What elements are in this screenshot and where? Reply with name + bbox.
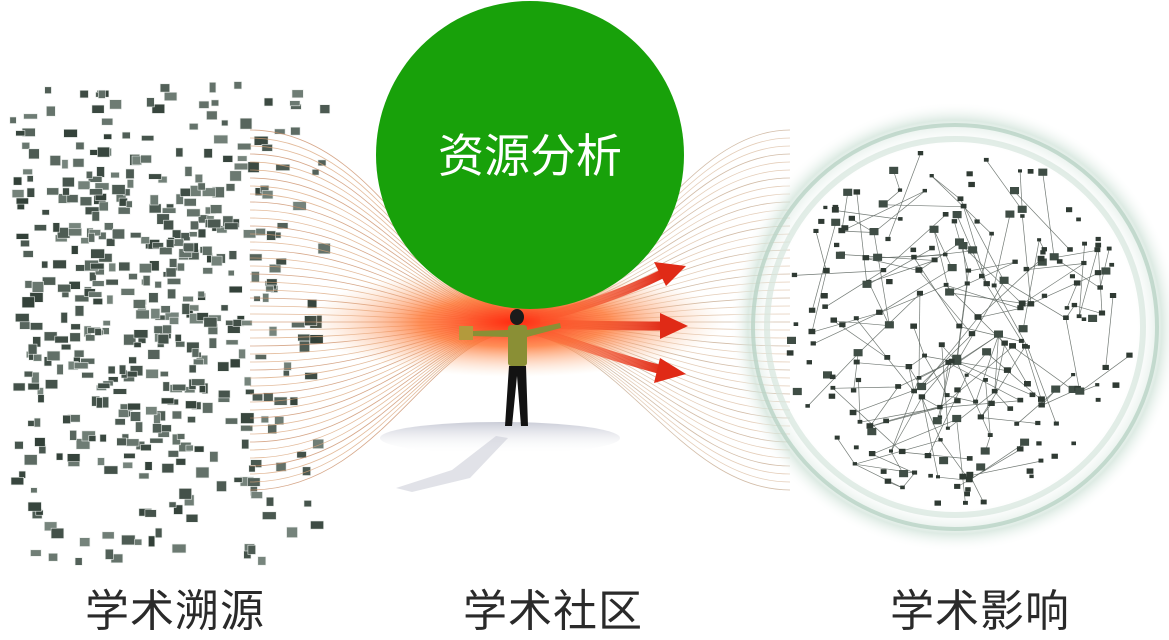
arrow-upper-icon [538,269,665,323]
network-halo [730,102,1169,552]
arrow-middle-head [660,313,688,339]
green-circle [376,1,684,309]
stage-label-source: 学术溯源 [85,586,265,637]
citation-network [786,151,1133,506]
network-ring-outer [751,123,1159,531]
arrow-lower-icon [538,327,664,375]
resource-analysis-badge: 资源分析 [376,1,684,309]
person-figure [459,309,561,426]
arrow-lower-head [654,358,686,383]
network-ring-inner [764,136,1146,518]
arrow-upper-head [654,262,686,286]
source-squares-cloud [9,81,331,566]
stage-label-community: 学术社区 [463,586,643,637]
figure-shadow [396,436,508,492]
stage-label-impact: 学术影响 [890,586,1070,637]
center-label: 资源分析 [438,129,622,183]
